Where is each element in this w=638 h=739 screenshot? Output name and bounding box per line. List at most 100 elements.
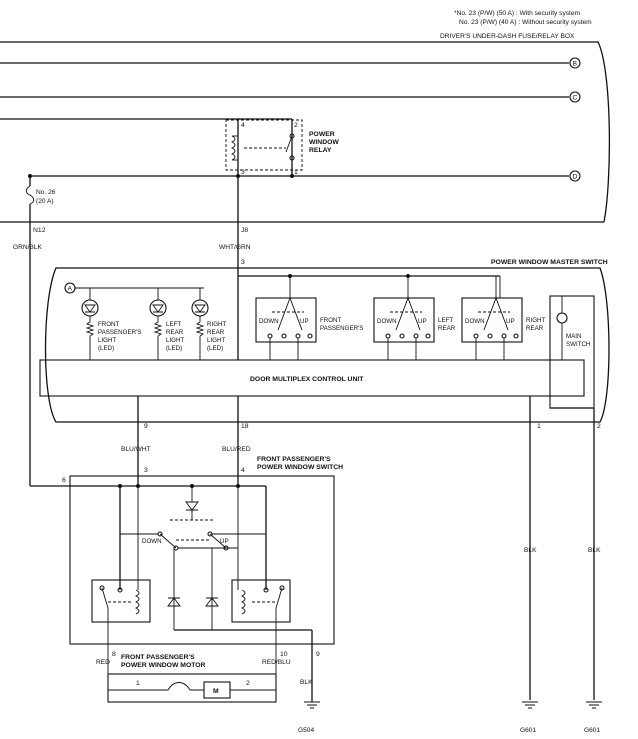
master-fp-down: DOWN: [259, 318, 279, 325]
master-fp-label-1: FRONT: [320, 317, 342, 324]
master-pin-9: 9: [144, 423, 148, 430]
master-lr-up: UP: [418, 318, 427, 325]
master-fp-up: UP: [300, 318, 309, 325]
led-front-passenger: FRONT PASSENGER'S LIGHT (LED): [81, 288, 141, 360]
power-window-master-switch: POWER WINDOW MASTER SWITCH 3 DOOR MULTIP…: [39, 222, 610, 430]
master-switch-left-rear: DOWN UP LEFT REAR: [373, 274, 456, 360]
led-icon: [84, 304, 96, 313]
main-switch-label-1: MAIN: [566, 333, 581, 340]
led-front-label-3: LIGHT: [98, 337, 116, 344]
fuse-no-26: No. 26 (20 A) N12: [25, 174, 56, 486]
motor-pin-2: 2: [246, 680, 250, 687]
wire-blu-red: BLU/RED: [222, 446, 251, 453]
pass-pin-6: 6: [62, 477, 66, 484]
master-rr-label-1: RIGHT: [526, 317, 545, 324]
connector-b-label: B: [573, 61, 578, 68]
relay-pin-1: 1: [294, 169, 298, 176]
pass-pin-4: 4: [241, 467, 245, 474]
motor-title-2: POWER WINDOW MOTOR: [121, 662, 206, 669]
pass-switch-title-2: POWER WINDOW SWITCH: [257, 464, 343, 471]
diode-icon: [167, 597, 181, 607]
motor-symbol: M: [213, 688, 219, 695]
pass-pin-3: 3: [144, 467, 148, 474]
master-switch-right-rear: DOWN UP RIGHT REAR: [461, 276, 545, 360]
control-unit-label: DOOR MULTIPLEX CONTROL UNIT: [250, 376, 364, 383]
relay-terminal: J8: [241, 227, 248, 234]
master-rr-label-2: REAR: [526, 325, 544, 332]
master-rr-up: UP: [506, 318, 515, 325]
pass-switch-title-1: FRONT PASSENGER'S: [257, 456, 331, 463]
ground-g504: G504: [298, 684, 320, 734]
pass-up-label: UP: [220, 538, 229, 545]
wire-red: RED: [96, 659, 110, 666]
relay-label-2: WINDOW: [309, 139, 339, 146]
wire-blk-2: BLK: [588, 547, 601, 554]
circuit-breaker-icon: [148, 682, 204, 691]
master-pin-2: 2: [597, 423, 601, 430]
fuse-rating: (20 A): [36, 198, 54, 205]
master-lr-label-2: REAR: [438, 325, 456, 332]
ground-icon: [304, 701, 320, 709]
connector-a-label: A: [68, 286, 73, 293]
ground-g601-a: G601: [520, 701, 538, 734]
relay-pin-2: 2: [294, 122, 298, 129]
led-right-label-1: RIGHT: [207, 321, 226, 328]
main-switch: MAIN SWITCH: [549, 295, 595, 409]
ground-g504-label: G504: [298, 727, 314, 734]
relay-coil-icon: [134, 589, 140, 615]
led-left-rear: LEFT REAR LIGHT (LED): [149, 288, 184, 360]
bus-lines: B C D: [0, 57, 581, 182]
led-left-label-2: REAR: [166, 329, 184, 336]
front-passenger-power-window-switch: FRONT PASSENGER'S POWER WINDOW SWITCH 3 …: [30, 456, 343, 684]
wire-blk-3: BLK: [300, 679, 313, 686]
resistor-icon: [195, 321, 205, 337]
master-lr-down: DOWN: [377, 318, 397, 325]
master-pin-1: 1: [537, 423, 541, 430]
ground-icon: [522, 701, 538, 709]
pass-relay-right: [231, 579, 291, 660]
master-pin-3: 3: [241, 259, 245, 266]
front-passenger-power-window-motor: FRONT PASSENGER'S POWER WINDOW MOTOR M 1…: [107, 654, 277, 703]
main-switch-lamp-icon: [556, 312, 568, 324]
fuse-terminal: N12: [33, 227, 46, 234]
led-icon: [152, 304, 164, 313]
pass-relay-left: [91, 579, 151, 660]
led-left-label-1: LEFT: [166, 321, 181, 328]
led-right-label-3: LIGHT: [207, 337, 225, 344]
wire-grn-blk: GRN/BLK: [13, 244, 43, 251]
fuse-name: No. 26: [36, 189, 56, 196]
fuse-icon: [25, 185, 35, 205]
pass-pin-10: 10: [280, 651, 288, 658]
resistor-icon: [153, 321, 163, 337]
master-fp-label-2: PASSENGER'S: [320, 325, 363, 332]
pass-pin-9: 9: [316, 651, 320, 658]
wire-blu-wht: BLU/WHT: [121, 446, 151, 453]
led-front-label-2: PASSENGER'S: [98, 329, 141, 336]
wire-blk-1: BLK: [524, 547, 537, 554]
resistor-icon: [85, 321, 95, 337]
fuse-box-title: DRIVER'S UNDER-DASH FUSE/RELAY BOX: [440, 33, 575, 40]
ground-g601-b: G601: [584, 701, 602, 734]
diode-icon: [185, 501, 199, 511]
led-right-label-2: REAR: [207, 329, 225, 336]
pass-pin-8: 8: [112, 651, 116, 658]
relay-pin-4: 4: [241, 122, 245, 129]
power-window-relay: 4 2 3 1 POWER WINDOW RELAY: [225, 118, 339, 222]
connector-c-icon: [569, 91, 581, 103]
led-front-label-4: (LED): [98, 345, 114, 352]
connector-d-label: D: [573, 174, 578, 181]
master-rr-down: DOWN: [465, 318, 485, 325]
wire-wht-grn: WHT/GRN: [219, 244, 251, 251]
motor-pin-1: 1: [136, 680, 140, 687]
note-line-2: No. 23 (P/W) (40 A) : Without security s…: [459, 19, 592, 26]
motor-title-1: FRONT PASSENGER'S: [121, 654, 195, 661]
connector-c-label: C: [573, 95, 578, 102]
relay-label-1: POWER: [309, 131, 335, 138]
led-left-label-3: LIGHT: [166, 337, 184, 344]
fuse-relay-box: DRIVER'S UNDER-DASH FUSE/RELAY BOX: [0, 33, 611, 223]
ground-g601-a-label: G601: [520, 727, 536, 734]
main-switch-label-2: SWITCH: [566, 341, 590, 348]
led-icon: [194, 304, 206, 313]
relay-coil-icon: [240, 589, 246, 615]
relay-coil-icon: [230, 135, 236, 161]
